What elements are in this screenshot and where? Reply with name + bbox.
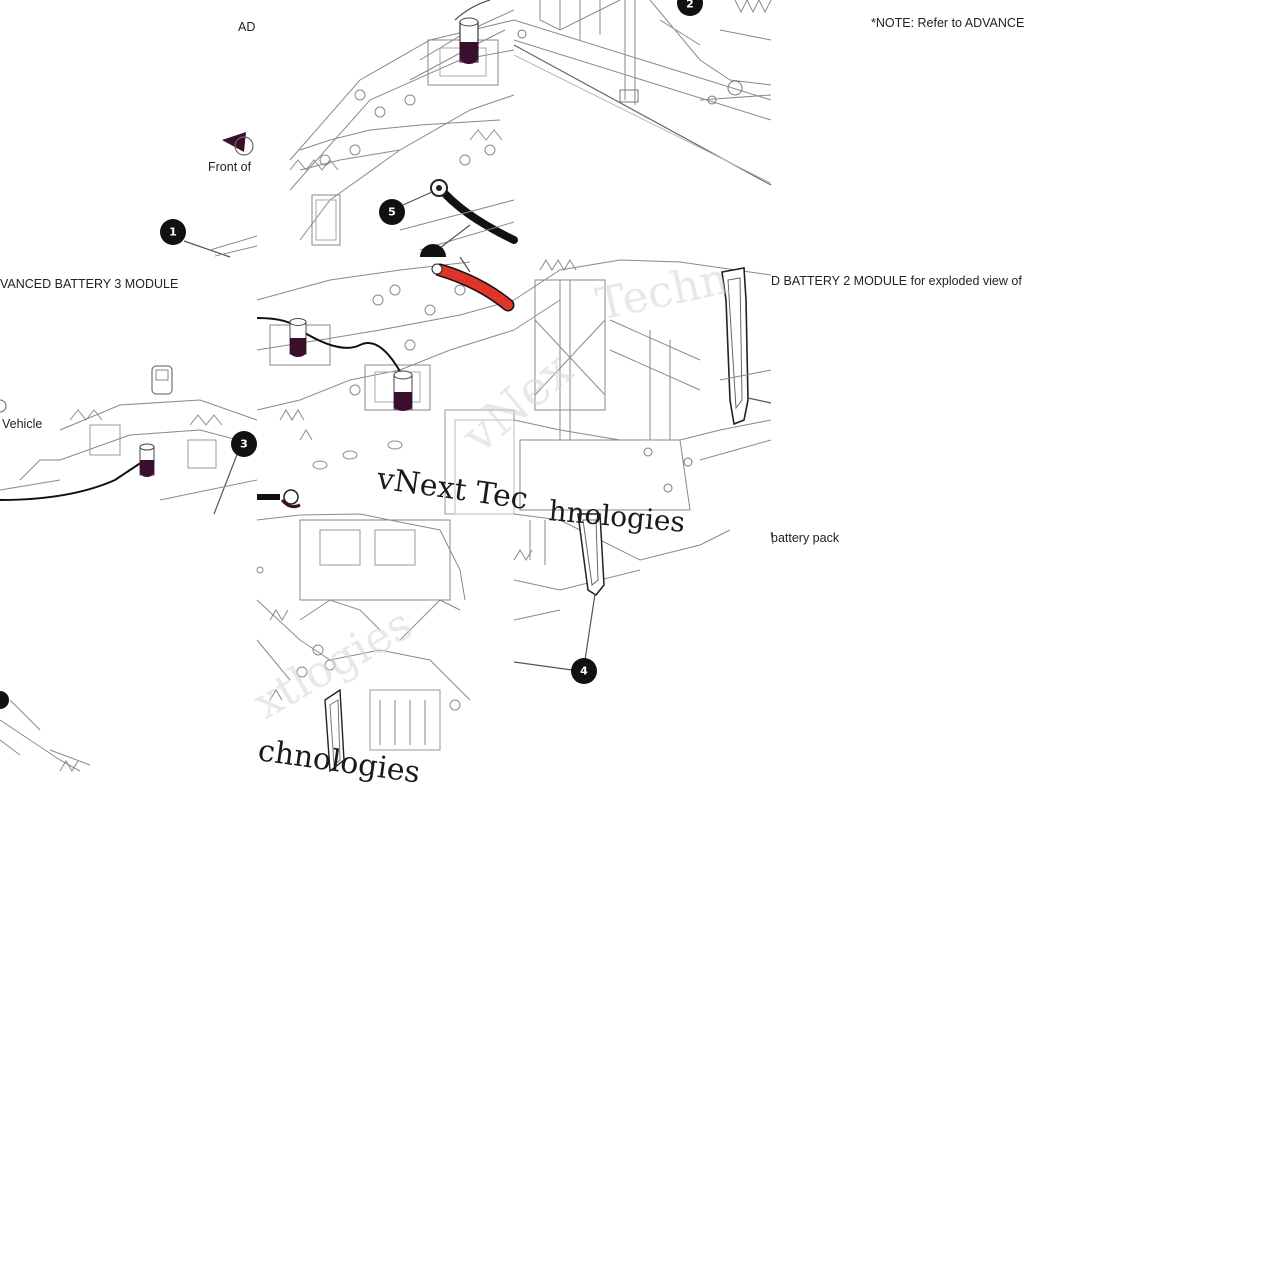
text-ad: AD: [238, 20, 255, 34]
svg-text:Techn: Techn: [592, 253, 733, 331]
callout-4: 4: [571, 658, 597, 684]
bracket-part-icon: [721, 267, 749, 426]
connector-icon: [151, 365, 173, 395]
text-battery-2-exploded: D BATTERY 2 MODULE for exploded view of: [771, 274, 1022, 288]
tile-bottom-right: [513, 513, 731, 671]
front-arrow-icon: [222, 132, 254, 156]
callout-3: 3: [231, 431, 257, 457]
tile-bottom-left: [0, 691, 91, 772]
text-vehicle: Vehicle: [2, 417, 42, 431]
text-advanced-battery-3: VANCED BATTERY 3 MODULE: [0, 277, 178, 291]
tile-top-right: [513, 0, 772, 186]
tile-middle-right: [513, 259, 772, 511]
svg-text:vNex: vNex: [451, 341, 583, 465]
svg-text:1: 1: [169, 226, 177, 239]
svg-text:5: 5: [388, 206, 396, 219]
watermark-text: vNext Tec: [374, 461, 530, 517]
tile-bottom-center: [256, 513, 471, 773]
text-note-refer: *NOTE: Refer to ADVANCE: [871, 16, 1024, 30]
terminal-post-icon: [139, 443, 155, 477]
text-battery-pack: battery pack: [771, 531, 840, 545]
bracket-part-icon: [324, 688, 345, 773]
bracket-part-icon: [577, 513, 605, 596]
watermark-text: hnologies: [547, 494, 686, 539]
terminal-post-icon: [393, 370, 413, 411]
tile-middle-center: [256, 256, 515, 515]
svg-text:2: 2: [686, 0, 694, 11]
callout-2: 2: [677, 0, 703, 16]
terminal-post-icon: [459, 17, 479, 64]
callout-1: 1: [160, 219, 186, 245]
callout-5: 5: [379, 199, 405, 225]
svg-text:3: 3: [240, 438, 248, 451]
tile-top-center: [289, 0, 518, 251]
text-front-of: Front of: [208, 160, 252, 174]
tile-middle-left: VANCED BATTERY 3 MODULE Vehicle: [0, 277, 258, 515]
callout-partial-center: [420, 244, 446, 257]
highlighted-cable: [435, 265, 513, 310]
svg-text:4: 4: [580, 665, 588, 678]
tile-top-left: AD Front of: [183, 20, 258, 258]
terminal-post-icon: [289, 318, 307, 357]
